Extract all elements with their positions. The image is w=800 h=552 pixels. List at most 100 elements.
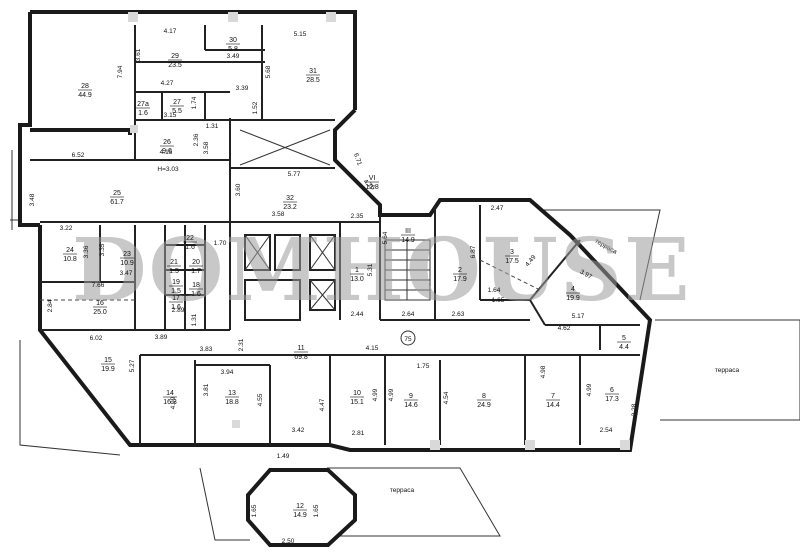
dimension-label: 3.28 — [631, 403, 638, 416]
dimension-label: 4.15 — [160, 149, 173, 156]
watermark: DOMHOUSE — [72, 220, 692, 321]
room-area: 18.8 — [225, 399, 239, 406]
room-number: 30 — [229, 37, 237, 44]
room-number: 26 — [163, 139, 171, 146]
room-8: 824.9 — [477, 393, 491, 409]
dimension-label: 4.55 — [257, 393, 264, 406]
dimension-label: 2.31 — [238, 338, 245, 351]
dimension-label: 3.58 — [203, 141, 210, 154]
dimension-label: 1.49 — [277, 453, 290, 460]
room-5: 54.4 — [617, 335, 631, 351]
room-2: 217.9 — [453, 267, 467, 283]
room-7: 714.4 — [546, 393, 560, 409]
dimension-label: 1.65 — [313, 504, 320, 517]
room-number: 18 — [192, 282, 200, 289]
room-area: 1.7 — [191, 268, 201, 275]
dimension-label: 5.64 — [382, 231, 389, 244]
room-9: 914.6 — [404, 393, 418, 409]
room-area: 14.9 — [401, 237, 415, 244]
dimension-label: 2.89 — [172, 307, 185, 314]
dimension-label: 3.61 — [135, 48, 142, 61]
room-18: 181.6 — [189, 282, 203, 298]
dimension-label: H=3.03 — [157, 166, 179, 173]
room-number: 31 — [309, 68, 317, 75]
room-area: 1.5 — [169, 268, 179, 275]
room-number: 32 — [286, 195, 294, 202]
dimension-label: 5.27 — [129, 359, 136, 372]
room-26: 269.6 — [160, 139, 174, 155]
dimension-label: 7.66 — [92, 282, 105, 289]
room-6: 617.3 — [605, 387, 619, 403]
dimension-label: 2.84 — [47, 299, 54, 312]
room-number: 22 — [186, 235, 194, 242]
room-number: 27 — [173, 99, 181, 106]
dimension-label: 6.71 — [352, 152, 363, 167]
dimension-label: 2.44 — [351, 311, 364, 318]
dimension-label: 4.54 — [443, 391, 450, 404]
room-22: 221.6 — [183, 235, 197, 251]
dimension-label: 3.94 — [221, 369, 234, 376]
dimension-label: 3.15 — [164, 112, 177, 119]
dimension-label: 2.81 — [352, 430, 365, 437]
dimension-label: 3.42 — [292, 427, 305, 434]
marker-label: 75 — [404, 336, 412, 343]
room-3: 317.5 — [505, 249, 519, 265]
room-area: 1.6 — [185, 244, 195, 251]
dimension-label: 3.81 — [203, 383, 210, 396]
dimension-label: 5.31 — [367, 263, 374, 276]
room-number: 12 — [296, 503, 304, 510]
room-area: 1.6 — [191, 291, 201, 298]
dimension-label: 4.15 — [366, 345, 379, 352]
room-area: 12.8 — [365, 184, 379, 191]
room-number: 20 — [192, 259, 200, 266]
room-area: 25.0 — [93, 309, 107, 316]
room-area: 28.5 — [306, 77, 320, 84]
dimension-label: 5.77 — [288, 171, 301, 178]
room-area: 9.6 — [162, 148, 172, 155]
room-area: 61.7 — [110, 199, 124, 206]
room-area: 19.9 — [566, 295, 580, 302]
room-number: 4 — [571, 286, 575, 293]
room-area: 1.5 — [171, 288, 181, 295]
dimension-label: 4.99 — [388, 388, 395, 401]
room-number: VI — [369, 175, 376, 182]
dimension-label: 1.52 — [252, 101, 259, 114]
terrace-label-south: терраса — [390, 487, 415, 494]
dimension-label: 6.02 — [90, 335, 103, 342]
dimension-label: 2.50 — [282, 538, 295, 545]
room-number: 29 — [171, 53, 179, 60]
dimension-label: 4.27 — [161, 80, 174, 87]
room-number: 28 — [81, 83, 89, 90]
room-number: 3 — [510, 249, 514, 256]
dimension-label: 3.48 — [29, 193, 36, 206]
dimension-label: 1.74 — [191, 96, 198, 109]
dimension-label: 1.31 — [191, 313, 198, 326]
dimension-label: 5.68 — [265, 65, 272, 78]
dimension-label: 3.49 — [227, 53, 240, 60]
room-21: 211.5 — [167, 259, 181, 275]
room-area: 69.8 — [294, 354, 308, 361]
room-number: 23 — [123, 251, 131, 258]
room-number: 7 — [551, 393, 555, 400]
room-area: 1.6 — [138, 110, 148, 117]
room-vi: VI 12.8 — [365, 175, 379, 191]
marker-circle — [400, 330, 416, 346]
staircase — [384, 239, 431, 301]
dimension-label: 3.60 — [235, 183, 242, 196]
room-area: 4.4 — [619, 344, 629, 351]
dimension-label: 2.64 — [402, 311, 415, 318]
dimension-label: 1.65 — [251, 504, 258, 517]
room-20: 201.7 — [189, 259, 203, 275]
room-number: III — [405, 228, 411, 235]
